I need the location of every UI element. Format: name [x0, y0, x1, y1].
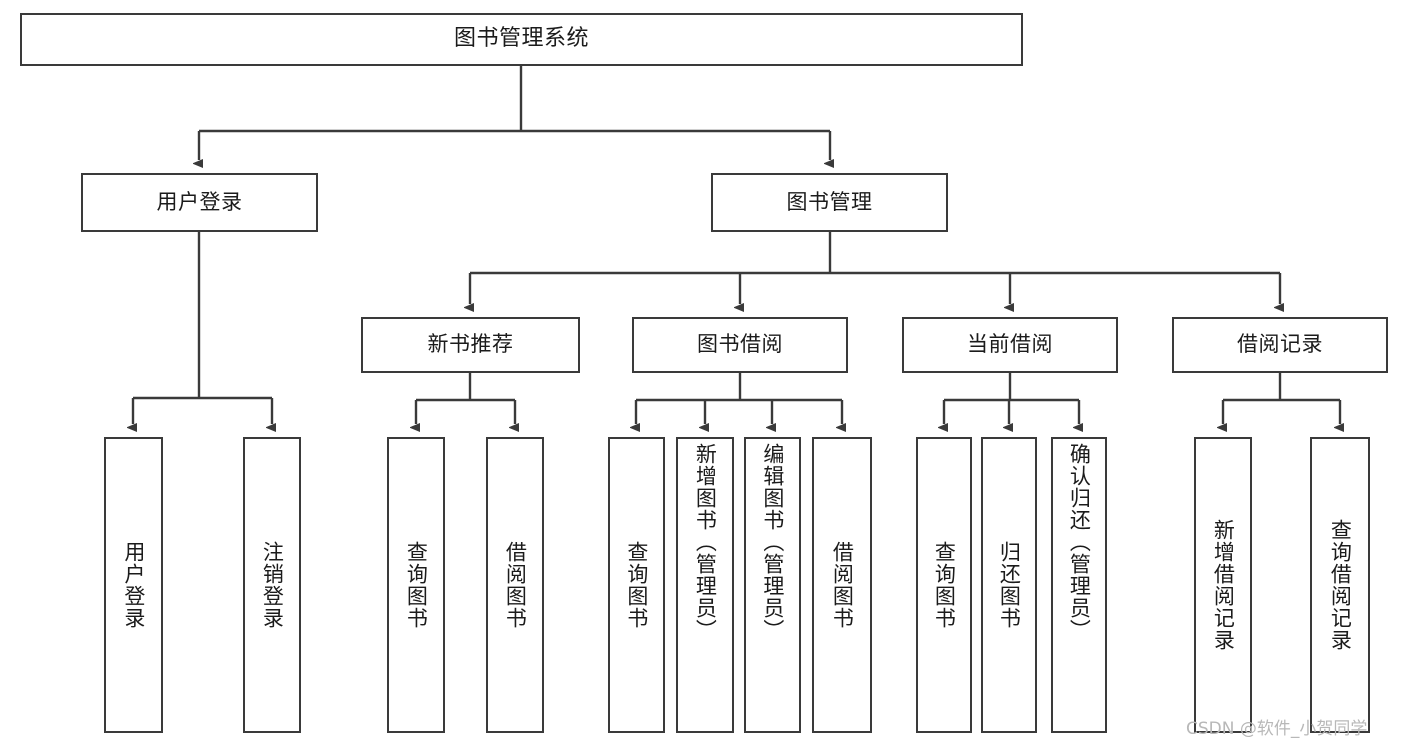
leaf-node[interactable]: 借阅图书: [812, 437, 872, 733]
node-borrow-record-label: 借阅记录: [1237, 332, 1323, 357]
leaf-node[interactable]: 查询图书: [608, 437, 665, 733]
leaf-node-label: 确认归还（管理员）: [1067, 443, 1092, 641]
node-user-login[interactable]: 用户登录: [81, 173, 318, 232]
node-book-management[interactable]: 图书管理: [711, 173, 948, 232]
leaf-node[interactable]: 新增图书（管理员）: [676, 437, 734, 733]
leaf-node[interactable]: 编辑图书（管理员）: [744, 437, 801, 733]
leaf-node[interactable]: 新增借阅记录: [1194, 437, 1252, 733]
leaf-node[interactable]: 查询图书: [916, 437, 972, 733]
node-borrow-record[interactable]: 借阅记录: [1172, 317, 1388, 373]
leaf-node-label: 查询图书: [932, 541, 957, 629]
leaf-node-label: 新增图书（管理员）: [693, 443, 718, 641]
leaf-node-label: 借阅图书: [830, 541, 855, 629]
leaf-node-label: 用户登录: [121, 541, 146, 629]
leaf-node-label: 查询借阅记录: [1328, 519, 1353, 651]
leaf-node[interactable]: 注销登录: [243, 437, 301, 733]
leaf-node-label: 查询图书: [404, 541, 429, 629]
leaf-node[interactable]: 用户登录: [104, 437, 163, 733]
node-book-management-label: 图书管理: [786, 189, 873, 214]
node-user-login-label: 用户登录: [156, 189, 243, 214]
leaf-node[interactable]: 借阅图书: [486, 437, 544, 733]
leaf-node[interactable]: 查询借阅记录: [1310, 437, 1370, 733]
leaf-node[interactable]: 确认归还（管理员）: [1051, 437, 1107, 733]
node-current-borrow-label: 当前借阅: [967, 332, 1053, 357]
node-book-borrow-label: 图书借阅: [697, 332, 783, 357]
leaf-node-label: 新增借阅记录: [1211, 519, 1236, 651]
leaf-node-label: 归还图书: [997, 541, 1022, 629]
leaf-node-label: 编辑图书（管理员）: [760, 443, 785, 641]
node-root[interactable]: 图书管理系统: [20, 13, 1023, 66]
node-new-book-recommend-label: 新书推荐: [427, 332, 514, 357]
leaf-node-label: 借阅图书: [503, 541, 528, 629]
node-new-book-recommend[interactable]: 新书推荐: [361, 317, 580, 373]
node-book-borrow[interactable]: 图书借阅: [632, 317, 848, 373]
leaf-node-label: 查询图书: [624, 541, 649, 629]
node-root-label: 图书管理系统: [453, 26, 589, 52]
node-current-borrow[interactable]: 当前借阅: [902, 317, 1118, 373]
csdn-watermark: CSDN @软件_小贺同学: [1186, 719, 1368, 739]
leaf-node[interactable]: 归还图书: [981, 437, 1037, 733]
leaf-node[interactable]: 查询图书: [387, 437, 445, 733]
leaf-node-label: 注销登录: [260, 541, 285, 629]
